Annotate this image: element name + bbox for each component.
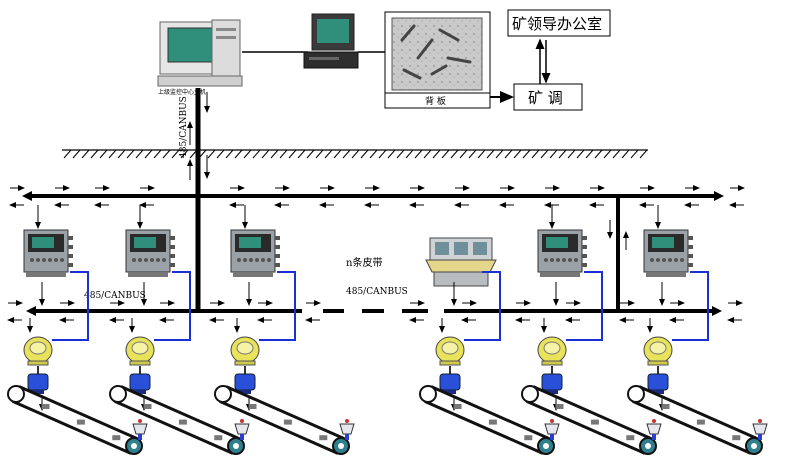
arrow-icon: [109, 300, 125, 323]
sensor-icon: [643, 336, 673, 366]
belt-conveyor-icon: [627, 385, 763, 455]
sensor-icon: [537, 336, 567, 366]
sensor-icon: [125, 336, 155, 366]
arrow-icon: [7, 300, 23, 323]
arrow-icon: [454, 185, 470, 208]
sensor-icon: [435, 336, 465, 366]
controller-icon: [125, 229, 175, 277]
arrow-icon: [54, 185, 70, 208]
arrow-icon: [274, 185, 290, 208]
arrow-icon: [59, 300, 75, 323]
sensor-icon: [230, 336, 260, 366]
mine-dispatch-box: [513, 83, 583, 111]
arrow-icon: [729, 185, 745, 208]
buzzer-icon: [132, 419, 148, 440]
arrow-icon: [461, 300, 477, 323]
motor-icon: [647, 373, 669, 394]
arrow-icon: [257, 300, 273, 323]
controller-icon: [230, 229, 280, 277]
arrow-icon: [499, 185, 515, 208]
ground-line: [62, 149, 648, 159]
buzzer-icon: [544, 419, 560, 440]
buzzer-icon: [646, 419, 662, 440]
buzzer-icon: [234, 419, 250, 440]
arrow-icon: [515, 300, 531, 323]
buzzer-icon: [339, 419, 355, 440]
conveyor-unit: [109, 205, 250, 455]
conveyor-unit: [7, 205, 148, 455]
motor-icon: [129, 373, 151, 394]
mine-dispatch-label: 矿 调: [528, 89, 563, 107]
lower-left-bus-label: 485/CANBUS: [84, 291, 146, 301]
belt-conveyor-icon: [419, 385, 555, 455]
controller-icon: [643, 229, 693, 277]
monitor-icon: [303, 13, 359, 69]
belt-conveyor-icon: [109, 385, 245, 455]
console-icon: [425, 237, 497, 287]
arrow-icon: [589, 185, 605, 208]
arrow-icon: [9, 185, 25, 208]
arrow-icon: [209, 300, 225, 323]
motor-icon: [541, 373, 563, 394]
conveyor-unit: [419, 237, 560, 455]
host-computer-caption: 上级监控中心主机: [158, 88, 206, 96]
conveyor-unit: [214, 205, 355, 455]
belt-conveyor-icon: [7, 385, 143, 455]
conveyor-unit: [521, 205, 662, 455]
mine-leader-office-label: 矿领导办公室: [512, 15, 602, 33]
arrow-icon: [684, 185, 700, 208]
alarm-panel-icon: [384, 11, 491, 109]
arrow-icon: [669, 300, 685, 323]
arrow-icon: [319, 185, 335, 208]
arrow-icon: [639, 185, 655, 208]
arrow-icon: [159, 300, 175, 323]
arrow-icon: [409, 300, 425, 323]
lower-middle-bus-label: 485/CANBUS: [346, 287, 408, 297]
vertical-bus-label: 485/CANBUS: [179, 96, 189, 158]
motor-icon: [27, 373, 49, 394]
motor-icon: [439, 373, 461, 394]
controller-icon: [23, 229, 73, 277]
buzzer-icon: [752, 419, 768, 440]
sensor-icon: [23, 336, 53, 366]
arrow-icon: [139, 185, 155, 208]
arrow-icon: [619, 300, 635, 323]
belt-count-label: n条皮带: [346, 256, 382, 269]
controller-icon: [537, 229, 587, 277]
mine-leader-office-box: [507, 9, 611, 37]
arrow-icon: [409, 185, 425, 208]
arrow-icon: [565, 300, 581, 323]
arrow-icon: [727, 300, 743, 323]
arrow-icon: [94, 185, 110, 208]
host-computer-icon: [157, 19, 243, 87]
alarm-panel-caption: 背 板: [425, 95, 446, 107]
belt-conveyor-icon: [214, 385, 350, 455]
conveyor-unit: [627, 205, 768, 455]
arrow-icon: [305, 300, 321, 323]
arrow-icon: [364, 185, 380, 208]
arrow-icon: [229, 185, 245, 208]
motor-icon: [234, 373, 256, 394]
belt-conveyor-icon: [521, 385, 657, 455]
